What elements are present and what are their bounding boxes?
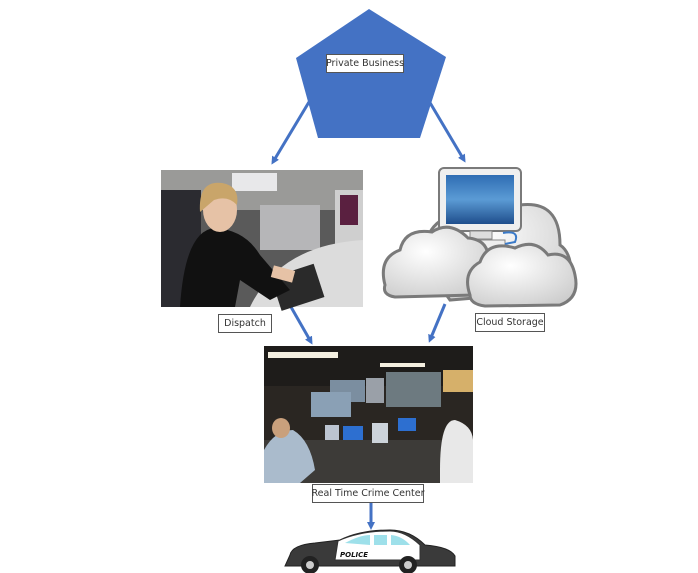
rtcc-photo xyxy=(264,346,473,483)
dispatch-photo xyxy=(161,170,363,311)
rtcc-label[interactable]: Real Time Crime Center xyxy=(311,484,425,503)
arrow-business-to-dispatch xyxy=(271,101,311,165)
dispatch-label[interactable]: Dispatch xyxy=(218,314,272,333)
police-text: POLICE xyxy=(340,551,368,559)
arrow-business-to-cloud xyxy=(427,100,466,163)
cloud-storage-label[interactable]: Cloud Storage xyxy=(475,313,545,332)
cloud-storage-illustration xyxy=(381,167,578,308)
arrow-dispatch-to-rtcc xyxy=(289,306,313,345)
arrow-cloud-to-rtcc xyxy=(428,303,447,343)
private-business-label[interactable]: Private Business xyxy=(326,54,404,73)
private-business-pentagon[interactable] xyxy=(296,9,446,138)
police-car-icon: POLICE xyxy=(284,529,456,573)
